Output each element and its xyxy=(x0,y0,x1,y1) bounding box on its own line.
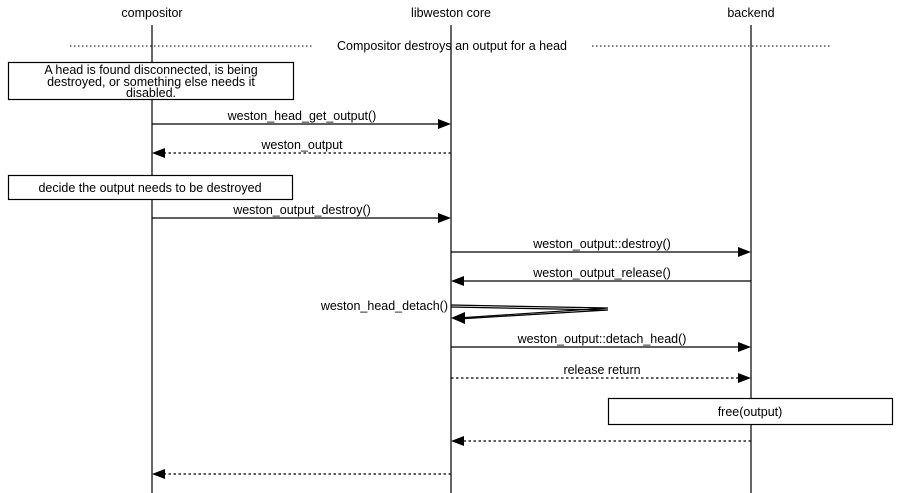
arrowhead-left-icon xyxy=(152,469,165,479)
note-head-disconnected-line-1: A head is found disconnected, is being xyxy=(44,63,257,77)
message-weston-output-destroy-vfunc[interactable]: weston_output::destroy() xyxy=(451,237,751,257)
note-free-output-box xyxy=(607,397,894,426)
message-weston-output-release[interactable]: weston_output_release() xyxy=(451,266,751,286)
message-label-weston-output-release: weston_output_release() xyxy=(532,266,671,280)
note-head-disconnected-box xyxy=(7,61,295,101)
message-selfloop-weston-head-detach xyxy=(450,304,609,319)
message-label-weston-output-destroy-vfunc: weston_output::destroy() xyxy=(532,237,671,251)
message-weston-output-detach-head[interactable]: weston_output::detach_head() xyxy=(451,332,751,352)
note-decide-destroy: decide the output needs to be destroyed xyxy=(7,174,294,201)
divider-label: Compositor destroys an output for a head xyxy=(337,39,567,53)
note-decide-destroy-box xyxy=(7,174,294,201)
arrowhead-right-icon xyxy=(438,119,451,129)
note-free-output-line-1: free(output) xyxy=(718,405,783,419)
message-label-release-return: release return xyxy=(563,363,640,377)
arrowhead-right-icon xyxy=(738,342,751,352)
arrowhead-right-icon xyxy=(438,213,451,223)
message-label-weston-head-get-output: weston_head_get_output() xyxy=(227,109,377,123)
note-head-disconnected: A head is found disconnected, is being d… xyxy=(7,61,295,101)
participant-label-compositor: compositor xyxy=(121,6,182,20)
message-backend-return[interactable] xyxy=(451,436,751,446)
section-divider: Compositor destroys an output for a head xyxy=(70,39,830,53)
participant-compositor[interactable]: compositor xyxy=(121,6,183,493)
message-weston-head-detach[interactable]: weston_head_detach() xyxy=(320,299,609,324)
note-head-disconnected-line-3: disabled. xyxy=(126,86,176,100)
arrowhead-left-icon xyxy=(451,276,464,286)
arrowhead-right-icon xyxy=(738,373,751,383)
note-free-output: free(output) xyxy=(607,397,894,426)
participant-libweston-core[interactable]: libweston core xyxy=(411,6,491,493)
message-label-weston-output-destroy: weston_output_destroy() xyxy=(232,203,371,217)
message-core-return[interactable] xyxy=(152,469,451,479)
arrowhead-left-icon xyxy=(451,312,465,324)
message-weston-output-return[interactable]: weston_output xyxy=(152,138,451,158)
message-release-return[interactable]: release return xyxy=(451,363,751,383)
message-label-weston-head-detach: weston_head_detach() xyxy=(320,299,448,313)
message-weston-output-destroy[interactable]: weston_output_destroy() xyxy=(152,203,451,223)
participant-label-backend: backend xyxy=(727,6,774,20)
arrowhead-left-icon xyxy=(152,148,165,158)
note-head-disconnected-line-2: destroyed, or something else needs it xyxy=(47,75,255,89)
participant-label-libweston-core: libweston core xyxy=(411,6,491,20)
arrowhead-right-icon xyxy=(738,247,751,257)
note-decide-destroy-line-1: decide the output needs to be destroyed xyxy=(38,181,261,195)
message-label-weston-output-detach-head: weston_output::detach_head() xyxy=(517,332,687,346)
message-label-weston-output-return: weston_output xyxy=(260,138,343,152)
message-weston-head-get-output[interactable]: weston_head_get_output() xyxy=(152,109,451,129)
arrowhead-left-icon xyxy=(451,436,464,446)
message-selfloop-weston-head-detach-inner xyxy=(450,306,609,320)
